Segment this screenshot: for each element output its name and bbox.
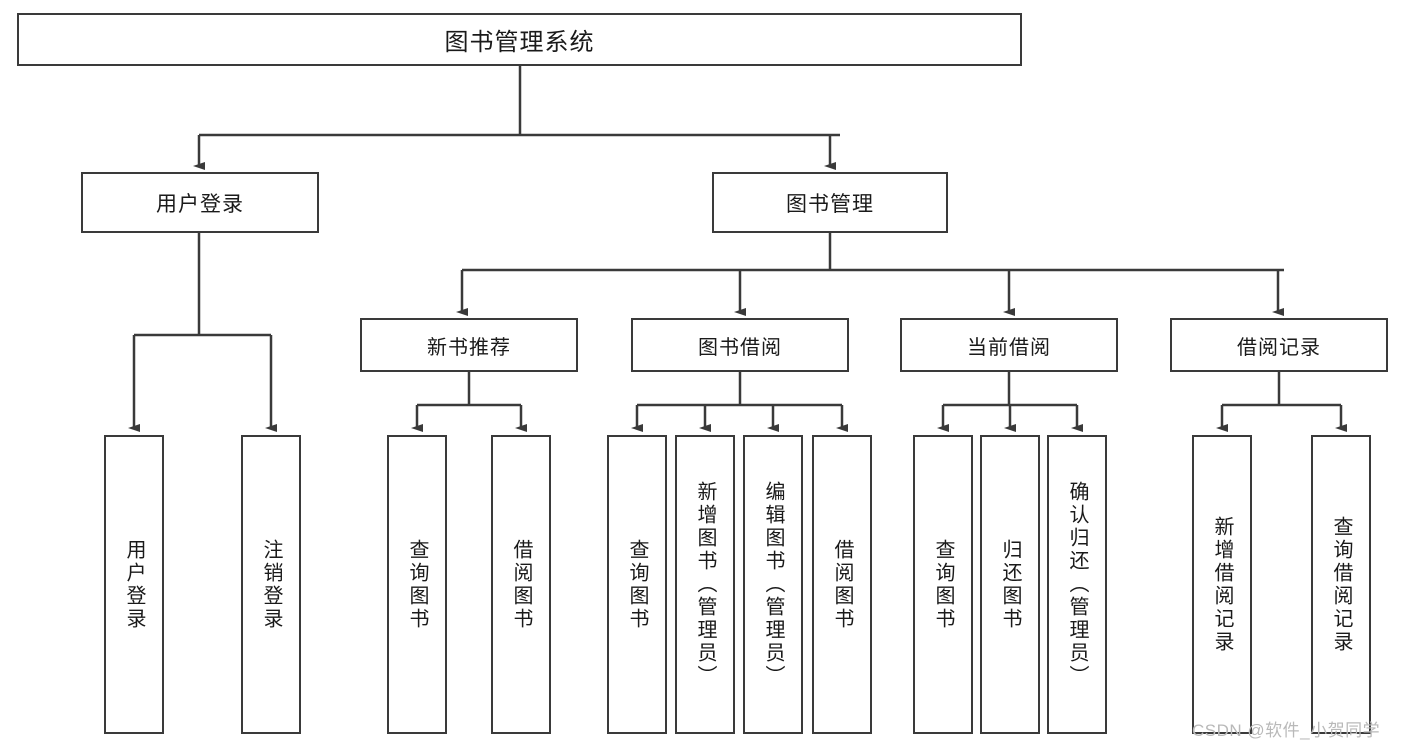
node-label: 图书管理 (786, 192, 874, 216)
node-label: 查询借阅记录 (1330, 515, 1352, 654)
node-label: 新增图书（管理员） (694, 481, 716, 688)
leaf-book-borrow-query-book[interactable]: 查询图书 (607, 435, 667, 734)
node-label: 新书推荐 (427, 336, 511, 359)
leaf-current-borrow-return-book[interactable]: 归还图书 (980, 435, 1040, 734)
node-label: 图书管理系统 (444, 29, 595, 56)
node-label: 归还图书 (999, 538, 1021, 631)
node-label: 确认归还（管理员） (1066, 481, 1088, 688)
node-label: 查询图书 (406, 538, 428, 631)
node-current-borrow[interactable]: 当前借阅 (900, 318, 1118, 372)
leaf-user-login-login[interactable]: 用户登录 (104, 435, 164, 734)
leaf-new-book-query-book[interactable]: 查询图书 (387, 435, 447, 734)
node-user-login[interactable]: 用户登录 (81, 172, 319, 233)
node-label: 编辑图书（管理员） (762, 481, 784, 688)
node-label: 注销登录 (260, 538, 282, 631)
leaf-borrow-record-query-record[interactable]: 查询借阅记录 (1311, 435, 1371, 734)
node-book-management[interactable]: 图书管理 (712, 172, 948, 233)
node-label: 查询图书 (626, 538, 648, 631)
leaf-book-borrow-edit-book[interactable]: 编辑图书（管理员） (743, 435, 803, 734)
node-borrow-record[interactable]: 借阅记录 (1170, 318, 1388, 372)
node-label: 用户登录 (156, 192, 244, 216)
node-label: 借阅图书 (510, 538, 532, 631)
leaf-borrow-record-add-record[interactable]: 新增借阅记录 (1192, 435, 1252, 734)
leaf-new-book-borrow-book[interactable]: 借阅图书 (491, 435, 551, 734)
node-label: 借阅记录 (1237, 336, 1321, 359)
node-root-system[interactable]: 图书管理系统 (17, 13, 1022, 66)
node-label: 用户登录 (123, 538, 145, 631)
node-label: 借阅图书 (831, 538, 853, 631)
node-label: 查询图书 (932, 538, 954, 631)
node-book-borrow[interactable]: 图书借阅 (631, 318, 849, 372)
csdn-watermark: CSDN @软件_小贺同学 (1192, 721, 1381, 740)
leaf-current-borrow-confirm-return[interactable]: 确认归还（管理员） (1047, 435, 1107, 734)
leaf-user-login-logout[interactable]: 注销登录 (241, 435, 301, 734)
leaf-current-borrow-query-book[interactable]: 查询图书 (913, 435, 973, 734)
leaf-book-borrow-borrow-book[interactable]: 借阅图书 (812, 435, 872, 734)
node-new-book-recommend[interactable]: 新书推荐 (360, 318, 578, 372)
node-label: 当前借阅 (967, 336, 1051, 359)
node-label: 图书借阅 (698, 336, 782, 359)
leaf-book-borrow-add-book[interactable]: 新增图书（管理员） (675, 435, 735, 734)
node-label: 新增借阅记录 (1211, 515, 1233, 654)
